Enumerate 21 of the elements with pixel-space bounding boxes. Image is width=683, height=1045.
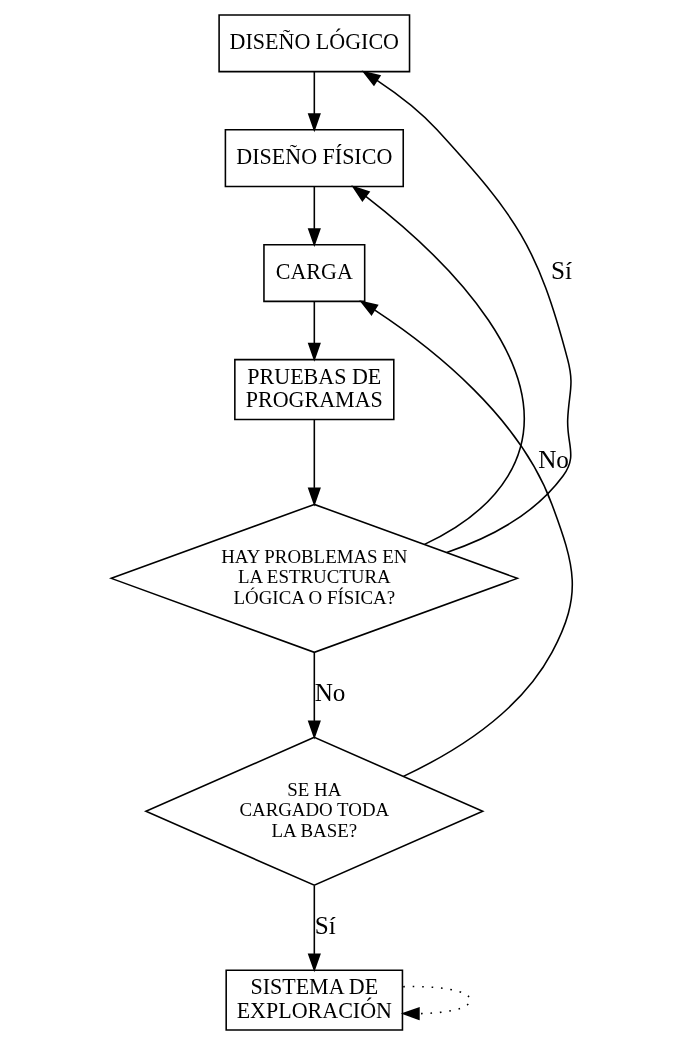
node-box: DISEÑO LÓGICO (217, 14, 410, 73)
arrow (307, 71, 321, 133)
arrow (307, 186, 321, 248)
node-diamond: HAY PROBLEMAS EN LA ESTRUCTURA LÓGICA O FÍSICA? (108, 503, 520, 654)
edge-label: Sí (314, 911, 336, 939)
node-diamond: SE HA CARGADO TODA LA BASE? (143, 736, 485, 887)
arrow (307, 884, 321, 973)
edge-label: No (537, 445, 569, 473)
arrow (400, 985, 471, 1021)
arrow (361, 70, 572, 554)
arrow (307, 651, 321, 740)
arrow (350, 185, 525, 546)
edge-label: No (314, 678, 345, 706)
node-box: CARGA (262, 243, 365, 303)
arrow (307, 418, 321, 507)
node-box: DISEÑO FÍSICO (224, 129, 404, 188)
arrow (358, 300, 573, 778)
node-box: SISTEMA DE EXPLORACIÓN (224, 969, 403, 1031)
arrow (307, 300, 321, 362)
node-box: PRUEBAS DE PROGRAMAS (233, 358, 395, 421)
edge-label: Sí (550, 257, 572, 285)
